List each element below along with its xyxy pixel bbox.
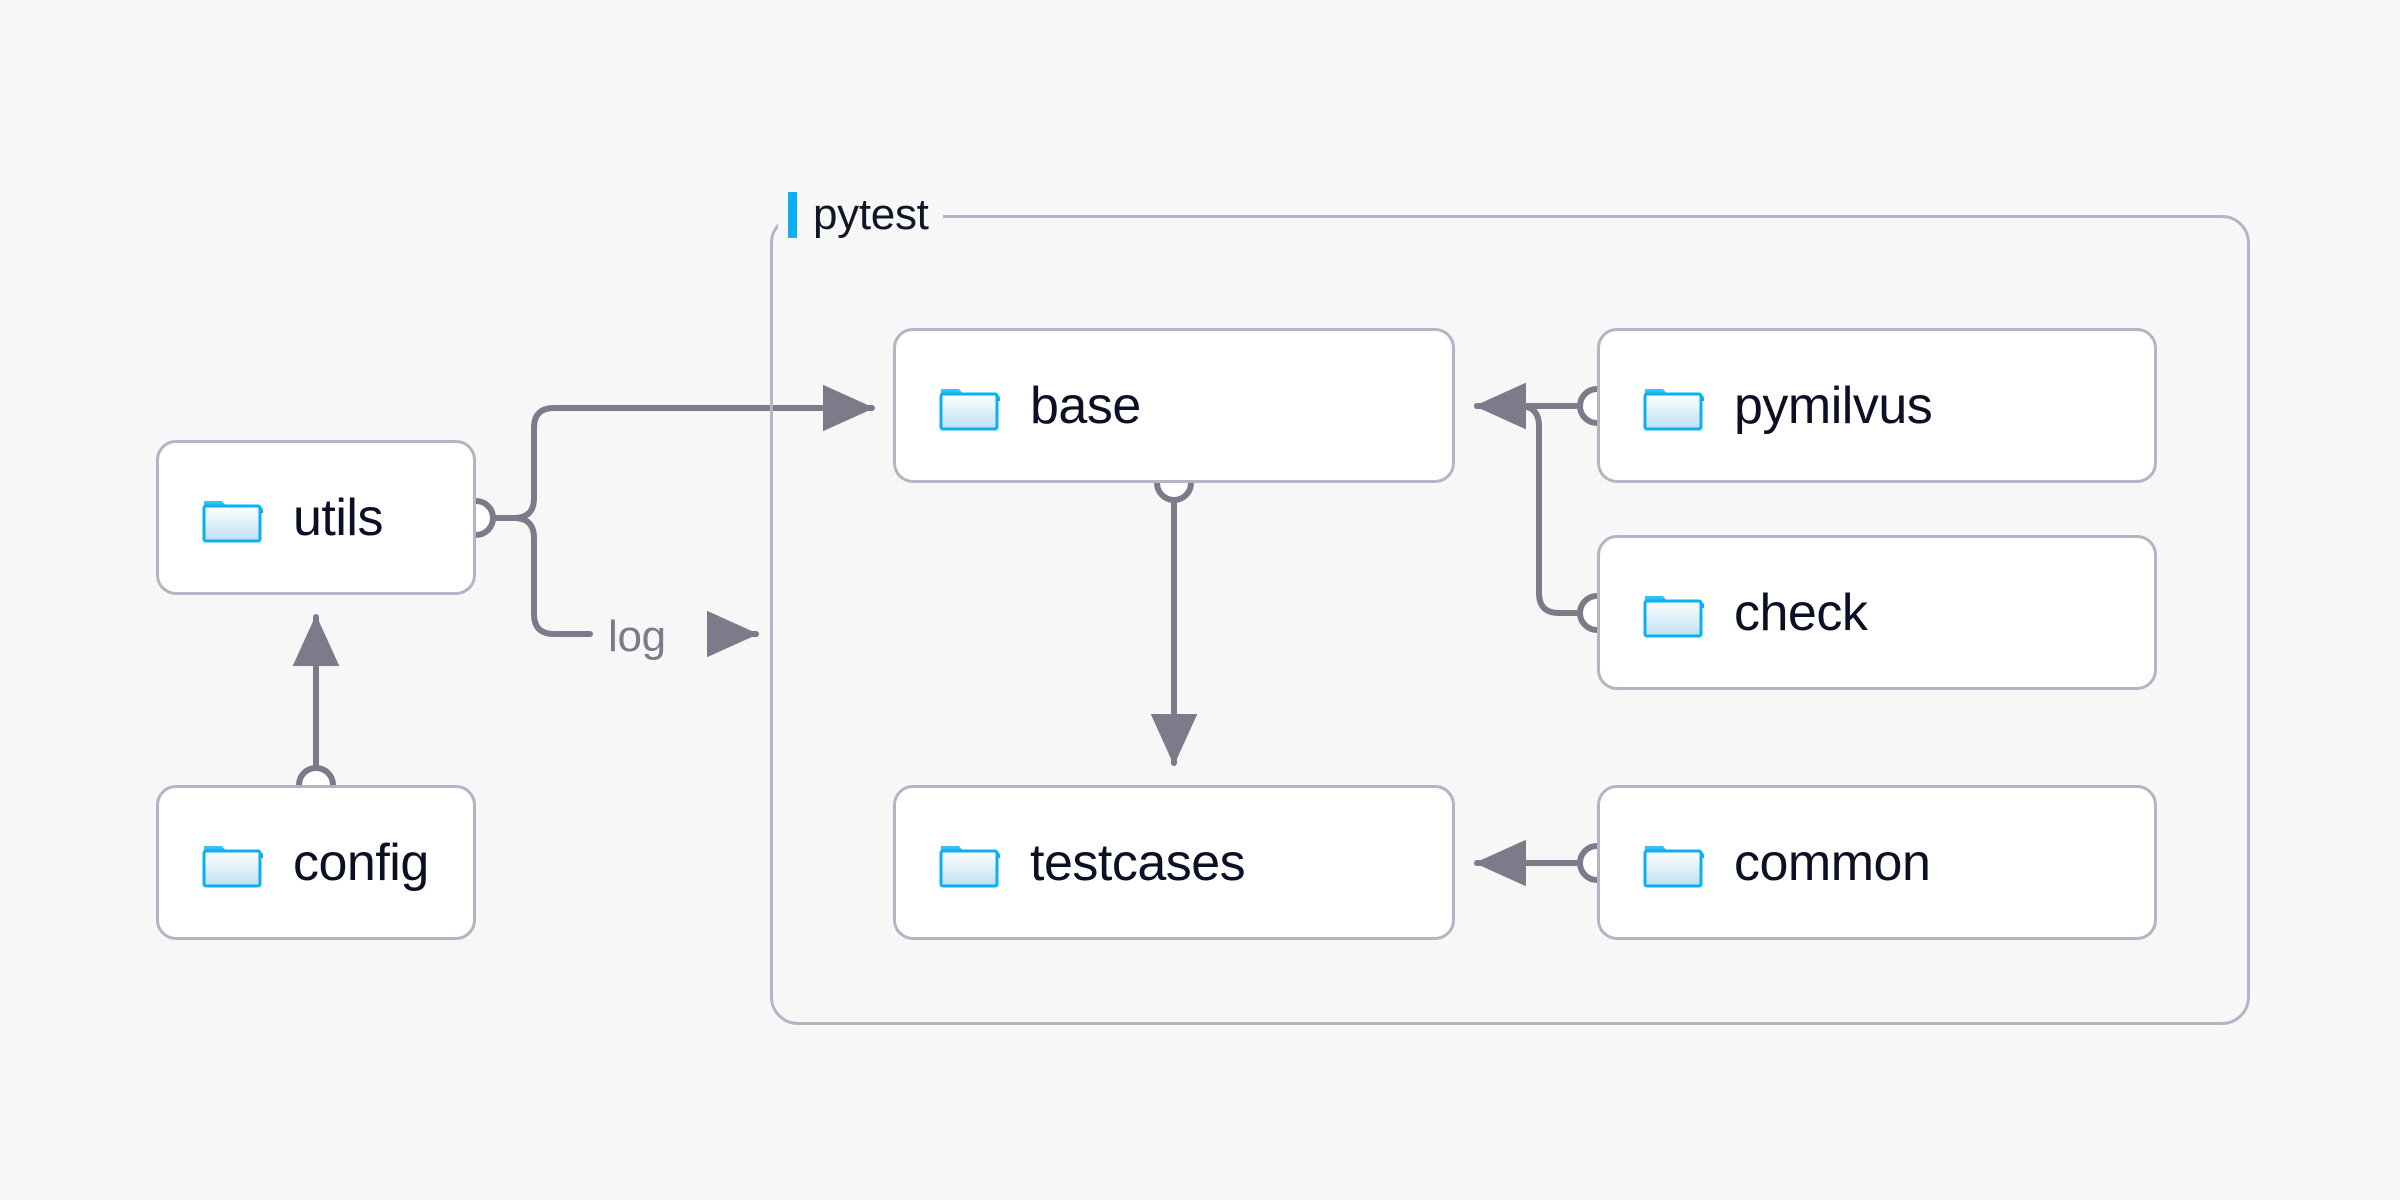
node-label: config	[293, 833, 429, 892]
node-label: common	[1734, 833, 1931, 892]
accent-bar-icon	[788, 192, 797, 238]
node-config[interactable]: config	[156, 785, 476, 940]
folder-icon	[1643, 595, 1704, 637]
edge-label-log: log	[608, 612, 666, 661]
folder-icon	[939, 845, 1000, 887]
node-label: testcases	[1030, 833, 1246, 892]
edge-utils-to-log	[473, 515, 593, 637]
node-label: base	[1030, 376, 1141, 435]
node-label: utils	[293, 488, 383, 547]
folder-icon	[202, 845, 263, 887]
folder-icon	[202, 500, 263, 542]
node-check[interactable]: check	[1597, 535, 2157, 690]
node-pymilvus[interactable]: pymilvus	[1597, 328, 2157, 483]
group-container-pytest[interactable]	[770, 215, 2250, 1025]
node-testcases[interactable]: testcases	[893, 785, 1455, 940]
group-title: pytest	[813, 190, 929, 239]
folder-icon	[939, 388, 1000, 430]
folder-icon	[1643, 388, 1704, 430]
node-label: pymilvus	[1734, 376, 1933, 435]
node-base[interactable]: base	[893, 328, 1455, 483]
node-utils[interactable]: utils	[156, 440, 476, 595]
node-common[interactable]: common	[1597, 785, 2157, 940]
node-label: check	[1734, 583, 1868, 642]
folder-icon	[1643, 845, 1704, 887]
group-label-pytest: pytest	[778, 183, 943, 247]
